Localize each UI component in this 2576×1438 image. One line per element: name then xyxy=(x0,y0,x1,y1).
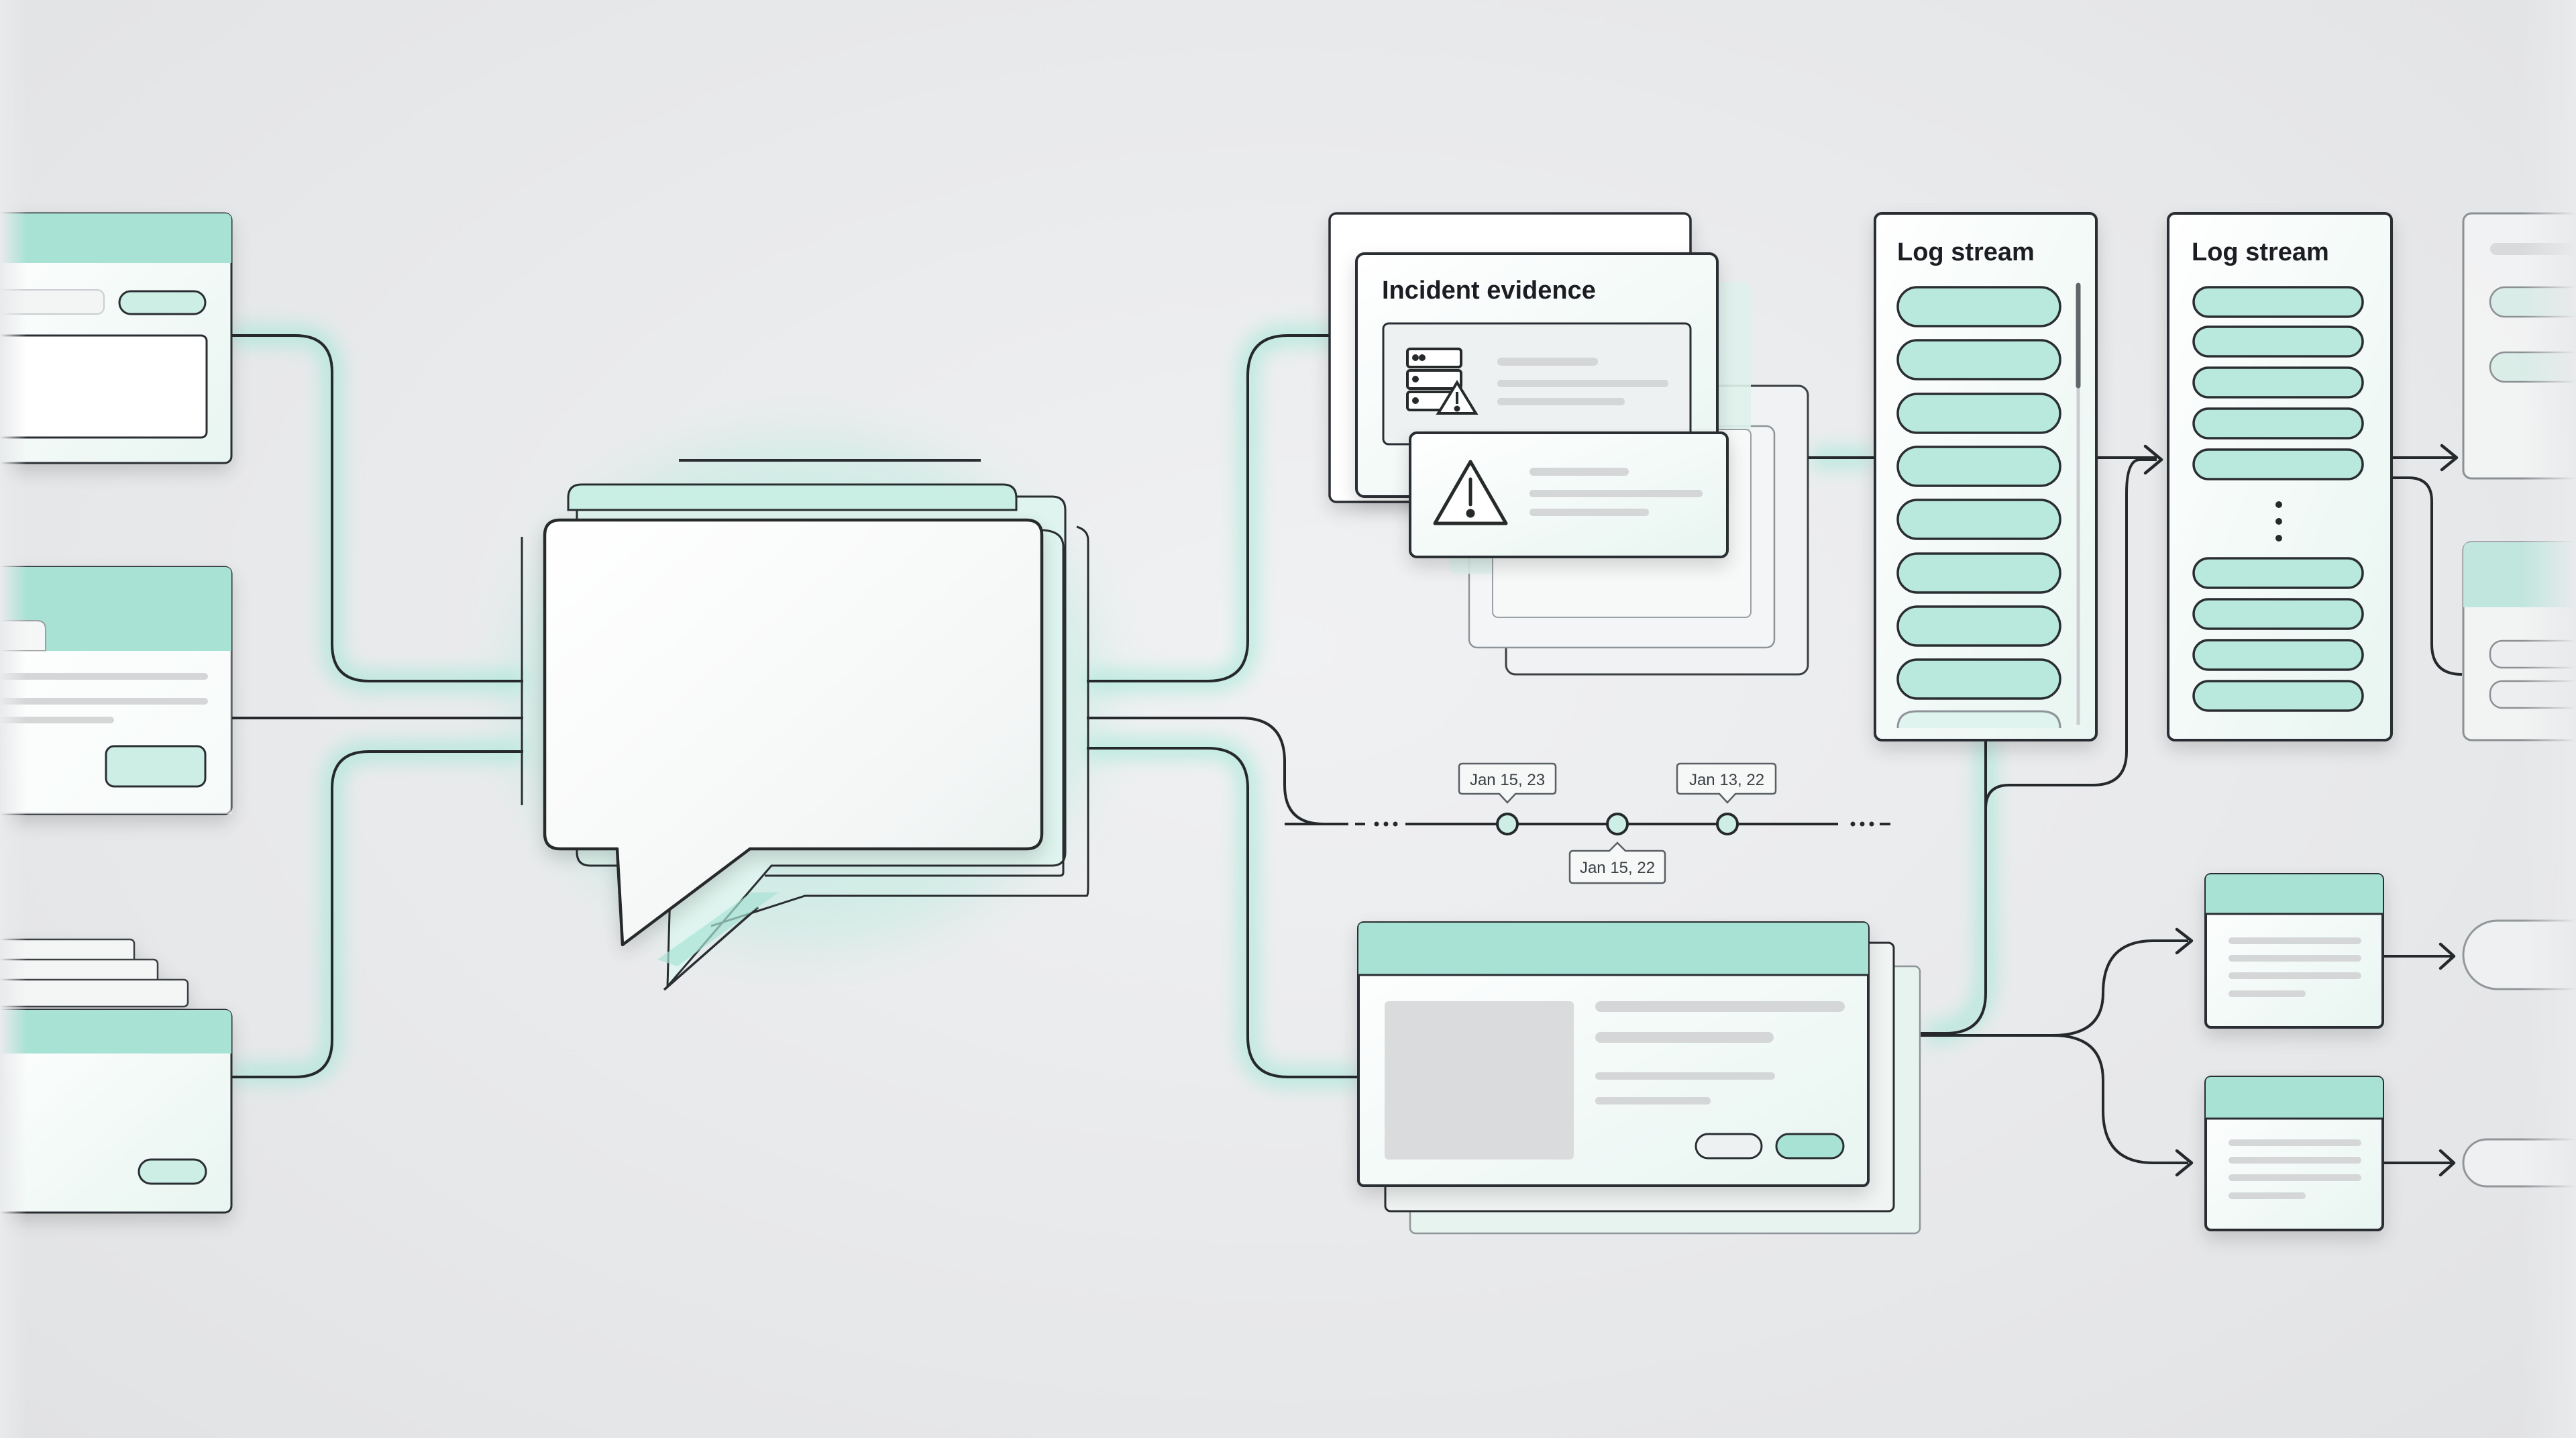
log-entry[interactable] xyxy=(1896,393,2061,434)
arrow-icon xyxy=(2438,942,2456,970)
timeline-point[interactable] xyxy=(1606,813,1629,835)
connector-lines xyxy=(231,334,2463,1164)
log-stream-title: Log stream xyxy=(1897,238,2035,266)
log-entry[interactable] xyxy=(1896,499,2061,540)
log-entry[interactable] xyxy=(2192,286,2364,318)
output-card[interactable] xyxy=(2204,873,2384,1029)
log-entry[interactable] xyxy=(2192,598,2364,630)
edge-fade xyxy=(0,0,27,1438)
log-entry[interactable] xyxy=(2192,448,2364,480)
log-stream-title: Log stream xyxy=(2192,238,2329,266)
evidence-title: Incident evidence xyxy=(1382,276,1596,305)
timeline-point[interactable] xyxy=(1716,813,1739,835)
source-card-3[interactable] xyxy=(0,938,233,1214)
log-entry[interactable] xyxy=(2192,680,2364,712)
log-entry[interactable] xyxy=(1896,552,2061,594)
ellipsis-icon xyxy=(2275,501,2282,508)
timeline: Jan 15, 23 Jan 15, 22 Jan 13, 22 xyxy=(1285,762,1890,884)
source-card-2[interactable] xyxy=(0,566,233,815)
log-entry[interactable] xyxy=(1896,605,2061,647)
warning-icon xyxy=(1433,460,1508,525)
arrow-icon xyxy=(2175,1149,2194,1177)
timeline-label: Jan 15, 22 xyxy=(1580,859,1655,877)
timeline-label: Jan 15, 23 xyxy=(1470,771,1545,789)
primary-button[interactable] xyxy=(1775,1133,1845,1160)
log-entries xyxy=(2192,286,2364,712)
source-card-1[interactable] xyxy=(0,212,233,464)
timeline-tooltip: Jan 15, 23 xyxy=(1458,762,1557,804)
timeline-tooltip: Jan 15, 22 xyxy=(1568,841,1666,884)
warning-card[interactable] xyxy=(1409,431,1729,558)
log-entry[interactable] xyxy=(2192,366,2364,399)
log-entry[interactable] xyxy=(1896,446,2061,487)
server-warning-icon xyxy=(1406,348,1479,415)
log-entry[interactable] xyxy=(2192,325,2364,358)
output-card[interactable] xyxy=(2204,1076,2384,1231)
log-entry[interactable] xyxy=(1896,658,2061,700)
log-entry[interactable] xyxy=(1896,339,2061,380)
timeline-point[interactable] xyxy=(1496,813,1519,835)
arrow-icon xyxy=(2175,927,2194,955)
log-entries xyxy=(1896,286,2061,729)
arrow-icon xyxy=(2143,444,2163,475)
log-entry[interactable] xyxy=(2192,639,2364,671)
log-entry[interactable] xyxy=(1896,710,2061,729)
log-entry[interactable] xyxy=(1896,286,2061,327)
log-entry[interactable] xyxy=(2192,557,2364,589)
arrow-icon xyxy=(2438,1149,2456,1177)
dashboard-stack[interactable] xyxy=(1357,921,1921,1235)
chat-bubble-stack[interactable] xyxy=(521,459,1089,991)
timeline-label: Jan 13, 22 xyxy=(1689,771,1764,789)
arrow-icon xyxy=(2440,444,2459,472)
edge-fade xyxy=(2522,0,2576,1438)
secondary-button[interactable] xyxy=(1695,1133,1763,1160)
timeline-tooltip: Jan 13, 22 xyxy=(1676,762,1777,804)
arrow-heads xyxy=(2143,444,2459,1177)
log-entry[interactable] xyxy=(2192,407,2364,440)
